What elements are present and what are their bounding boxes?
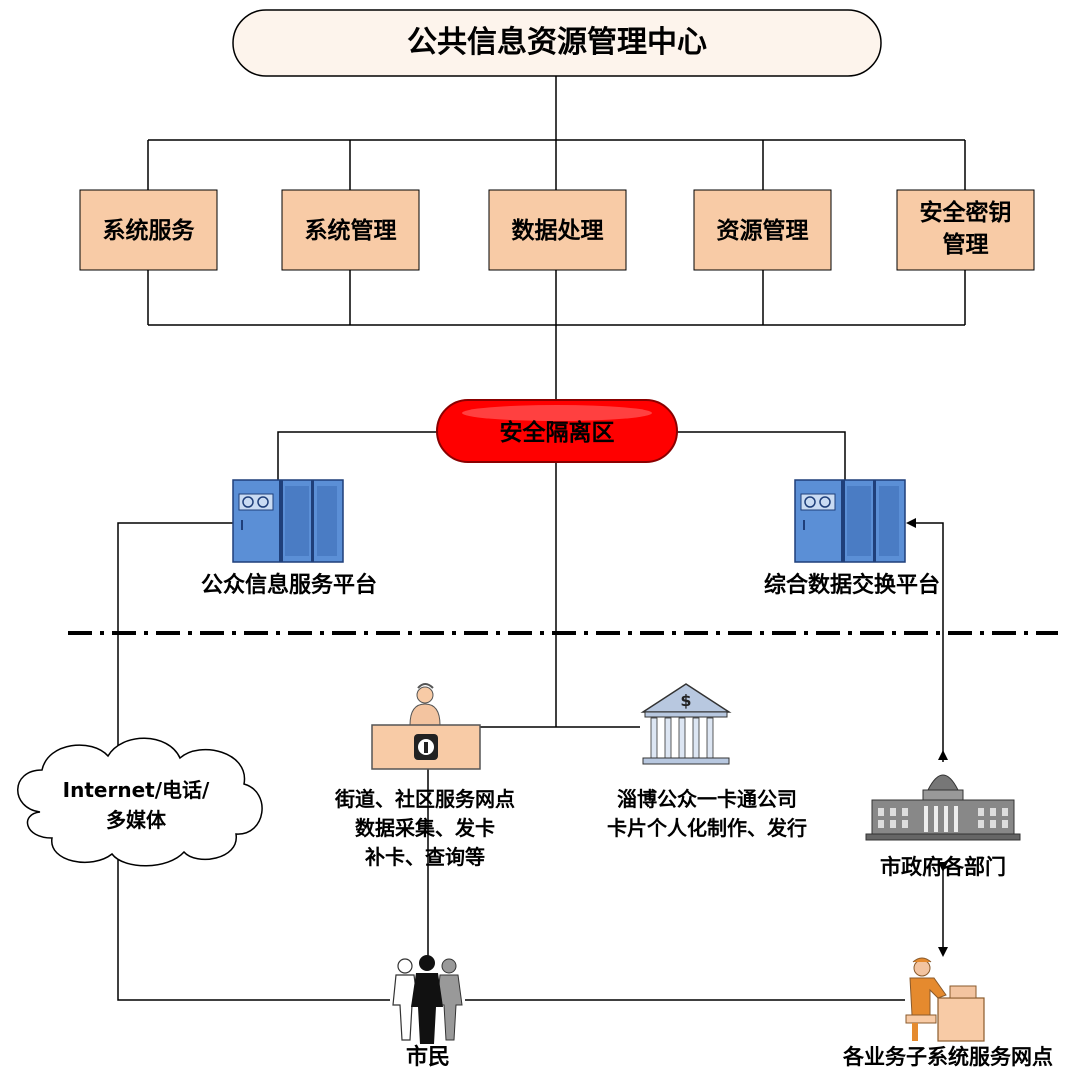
module-label: 系统服务	[103, 217, 196, 244]
zone-label: 安全隔离区	[500, 419, 615, 446]
cloud-label-line2: 多媒体	[106, 808, 167, 832]
community-label-line3: 补卡、查询等	[364, 845, 485, 869]
public-platform-label: 公众信息服务平台	[201, 572, 377, 598]
module-system-management: 系统管理	[281, 189, 420, 271]
service-desk-icon	[371, 683, 481, 770]
module-security-key-management: 安全密钥 管理	[896, 189, 1035, 271]
svg-text:$: $	[680, 691, 691, 710]
service-points-label: 各业务子系统服务网点	[842, 1045, 1053, 1069]
server-icon	[794, 479, 906, 563]
card-company-label-line2: 卡片个人化制作、发行	[607, 816, 807, 840]
cloud-label-line1: Internet/电话/	[63, 778, 210, 802]
citizens-label: 市民	[406, 1044, 450, 1070]
bank-icon: $	[640, 683, 732, 765]
module-label-line2: 管理	[943, 231, 989, 258]
module-label-line1: 安全密钥	[920, 199, 1012, 226]
community-label-line1: 街道、社区服务网点	[334, 787, 515, 811]
resource-center: 公共信息资源管理中心	[232, 9, 882, 77]
citizens-icon	[392, 955, 463, 1044]
module-data-processing: 数据处理	[488, 189, 627, 271]
community-label-line2: 数据采集、发卡	[355, 816, 495, 840]
security-isolation-zone: 安全隔离区	[436, 399, 678, 463]
server-icon	[232, 479, 344, 563]
module-label: 系统管理	[305, 217, 397, 244]
module-label: 数据处理	[512, 218, 604, 244]
module-system-service: 系统服务	[79, 189, 218, 271]
government-label: 市政府各部门	[880, 855, 1006, 879]
connector-lines	[117, 75, 966, 1001]
cloud-icon	[17, 737, 263, 867]
exchange-platform-label: 综合数据交换平台	[764, 572, 940, 598]
module-label: 资源管理	[717, 217, 809, 244]
card-company-label-line1: 淄博公众一卡通公司	[617, 787, 797, 811]
office-worker-icon	[905, 957, 985, 1042]
government-building-icon	[865, 752, 1021, 841]
module-resource-management: 资源管理	[693, 189, 832, 271]
center-title: 公共信息资源管理中心	[407, 25, 707, 60]
arrow-lines	[906, 518, 948, 957]
